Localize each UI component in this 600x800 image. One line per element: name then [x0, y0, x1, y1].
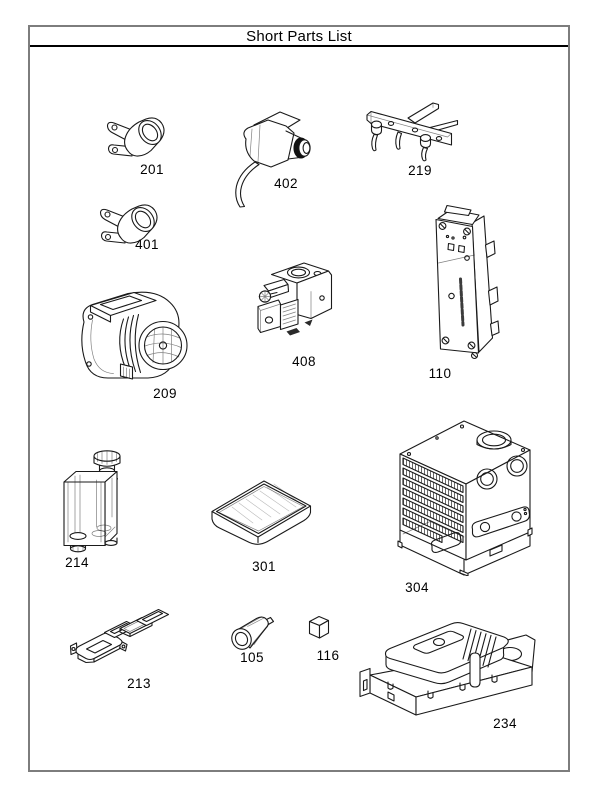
parts-sheet: Short Parts List 201 — [28, 25, 570, 772]
part-number-label: 402 — [274, 176, 298, 191]
part-figure-214 — [58, 445, 136, 553]
filter-pad-icon — [211, 480, 312, 545]
gas-valve-icon — [257, 262, 333, 336]
part-number-label: 219 — [408, 163, 432, 178]
part-figure-201 — [100, 110, 172, 166]
part-figure-234 — [358, 612, 542, 730]
part-figure-402 — [224, 105, 319, 210]
part-figure-408 — [252, 258, 340, 350]
part-figure-219 — [358, 95, 462, 167]
inducer-blower-icon — [81, 291, 188, 380]
part-number-label: 201 — [140, 162, 164, 177]
part-figure-105 — [228, 612, 276, 654]
part-number-label: 116 — [316, 648, 340, 663]
part-number-label: 214 — [65, 555, 89, 570]
part-number-label: 105 — [240, 650, 264, 665]
part-figure-110 — [426, 203, 504, 365]
part-number-label: 110 — [428, 366, 452, 381]
part-number-label: 408 — [292, 354, 316, 369]
part-figure-301 — [205, 475, 317, 553]
part-number-label: 304 — [405, 580, 429, 595]
part-number-label: 209 — [153, 386, 177, 401]
limit-switch-icon — [106, 117, 165, 157]
limit-switch-icon — [99, 204, 158, 244]
part-number-label: 401 — [135, 237, 159, 252]
igniter-bracket-icon — [366, 102, 459, 162]
plug-fitting-icon — [231, 616, 275, 650]
sight-glass-kit-icon — [69, 608, 170, 664]
part-number-label: 213 — [127, 676, 151, 691]
part-figure-116 — [305, 612, 333, 642]
control-board-icon — [435, 204, 500, 360]
pressure-switch-icon — [235, 111, 311, 208]
part-figure-209 — [68, 285, 196, 387]
heat-exchanger-icon — [397, 420, 533, 576]
part-figure-304 — [390, 408, 538, 576]
title-band: Short Parts List — [30, 27, 568, 47]
part-number-label: 301 — [252, 559, 276, 574]
condensate-pump-icon — [359, 622, 536, 716]
part-figure-213 — [68, 608, 170, 686]
block-icon — [308, 615, 330, 639]
page-title: Short Parts List — [246, 27, 352, 45]
part-number-label: 234 — [493, 716, 517, 731]
part-figure-401 — [93, 197, 165, 253]
condensate-trap-icon — [63, 450, 121, 553]
